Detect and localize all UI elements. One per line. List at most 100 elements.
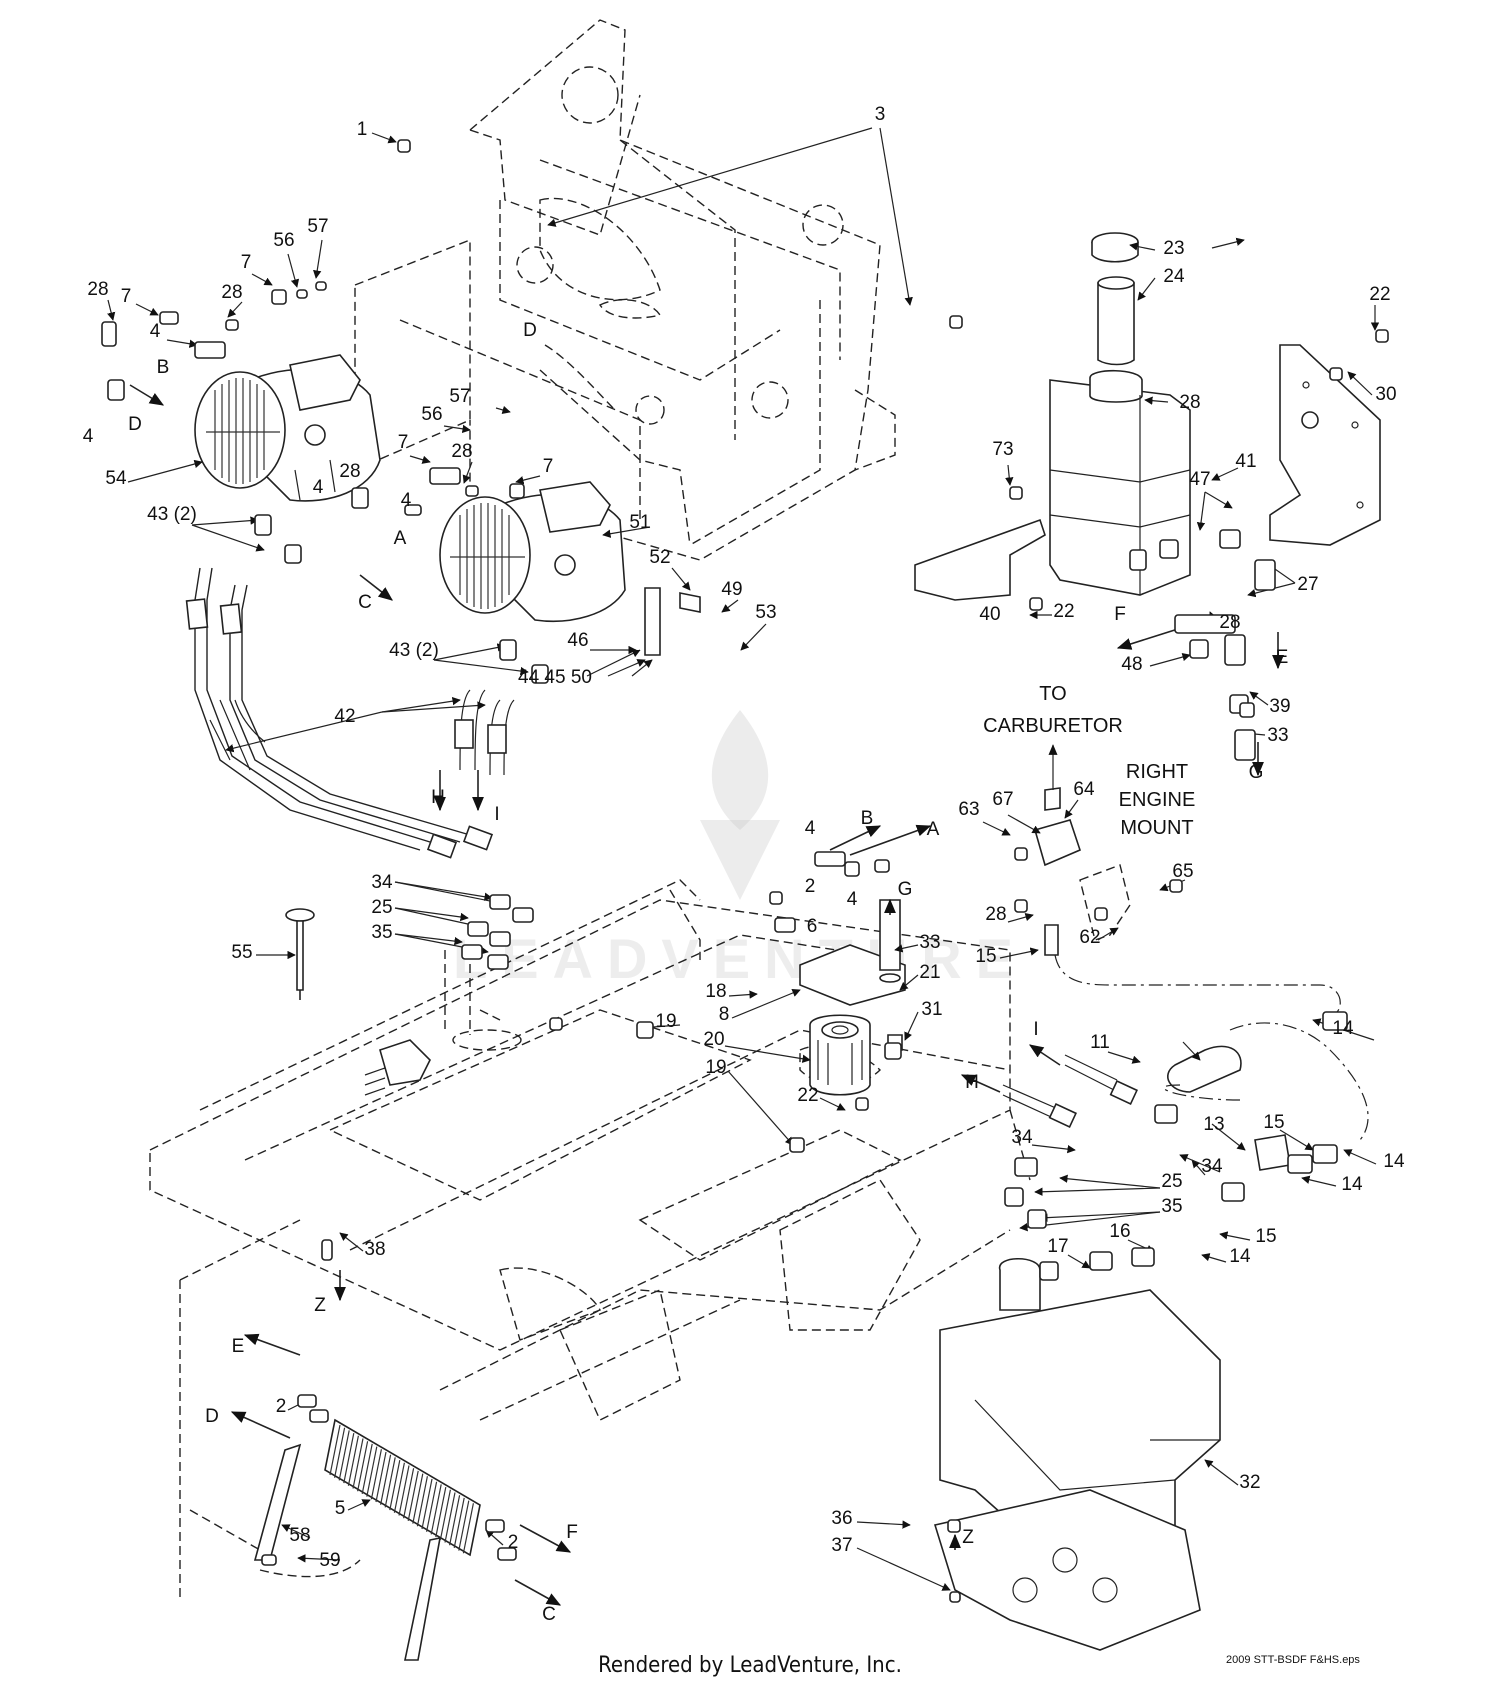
leader-line (586, 649, 641, 677)
fitting (397, 139, 411, 153)
part-label: 28 (339, 461, 360, 482)
fitting (814, 851, 846, 867)
leader-line (904, 1011, 919, 1041)
part-label: D (128, 414, 142, 435)
leader-line (1007, 912, 1034, 923)
part-label: Z (314, 1295, 326, 1316)
fitting (465, 485, 479, 497)
fitting (636, 1021, 654, 1039)
part-label: 11 (1090, 1032, 1110, 1053)
leader-line (347, 1499, 371, 1511)
part-label: 47 (1189, 469, 1210, 490)
cooler-fin (462, 1503, 474, 1554)
flow-arrow (519, 1524, 572, 1553)
part-label: 28 (1179, 392, 1200, 413)
part-label: 3 (875, 104, 886, 125)
fitting (467, 921, 489, 937)
leader-line (1196, 491, 1206, 531)
leader-line (547, 127, 873, 227)
leader-line (433, 643, 506, 661)
leader-line (1031, 1144, 1076, 1154)
part-label: 57 (307, 216, 328, 237)
leader-line (1179, 1154, 1221, 1173)
cooler-fin (352, 1438, 364, 1489)
part-label: 54 (105, 468, 127, 489)
fitting (949, 1591, 961, 1603)
fitting (1129, 549, 1147, 571)
fitting (461, 944, 483, 960)
part-label: 33 (919, 932, 940, 953)
leader-line (740, 623, 767, 651)
leader-line (1211, 467, 1239, 481)
fitting (1027, 1209, 1047, 1229)
flow-arrow (514, 1579, 562, 1606)
part-label: 56 (421, 404, 442, 425)
cooler-fin (389, 1459, 401, 1511)
flow-arrow (849, 824, 932, 856)
part-label: 17 (1047, 1236, 1068, 1257)
cooler-fin (403, 1468, 415, 1519)
fitting (512, 907, 534, 923)
cooler-fin (329, 1424, 341, 1476)
part-label: 67 (992, 789, 1013, 810)
part-label: 6 (807, 916, 818, 937)
part-label: 4 (847, 889, 858, 910)
cooler-fin (449, 1495, 461, 1546)
leader-line (462, 461, 473, 484)
fuel-tank (933, 1258, 1221, 1651)
leader-line (443, 424, 471, 434)
part-label: 35 (371, 922, 392, 943)
cooler-fin (398, 1465, 410, 1516)
fitting (789, 1137, 805, 1153)
part-label: 58 (289, 1525, 310, 1546)
cooler-fin (416, 1476, 428, 1527)
part-label: 14 (1332, 1018, 1354, 1039)
leader-line (982, 821, 1011, 836)
leader-line (1007, 814, 1041, 834)
part-label: 15 (1263, 1112, 1284, 1133)
oil-cooler (253, 1418, 481, 1661)
part-label: B (157, 357, 170, 378)
fitting (271, 289, 287, 305)
leader-line (1249, 691, 1269, 706)
part-label: 65 (1172, 861, 1193, 882)
part-label: F (566, 1522, 578, 1543)
fitting (1029, 597, 1043, 611)
leader-line (433, 659, 529, 676)
cooler-fin (444, 1492, 456, 1543)
fitting (225, 319, 239, 331)
part-label: 23 (1163, 238, 1184, 259)
fitting (1089, 1251, 1113, 1271)
leader-line (1144, 396, 1169, 405)
leader-line (107, 299, 116, 321)
part-label: 21 (919, 962, 940, 983)
fitting (855, 1097, 869, 1111)
part-label: 19 (705, 1057, 726, 1078)
part-label: D (523, 320, 537, 341)
leader-line (495, 405, 511, 414)
part-label: 51 (629, 512, 650, 533)
fitting (1174, 614, 1236, 634)
part-label: 28 (451, 441, 472, 462)
part-label: 43 (2) (389, 640, 439, 661)
leader-line (1343, 1149, 1377, 1165)
leader-line (1137, 277, 1156, 301)
part-label: 34 (1011, 1127, 1033, 1148)
fitting (1154, 1104, 1178, 1124)
leader-line (999, 947, 1039, 959)
leader-line (371, 132, 397, 144)
flow-arrow (243, 1333, 301, 1356)
cooler-fin (366, 1446, 378, 1497)
part-label: 25 (371, 897, 392, 918)
part-label: 4 (83, 426, 94, 447)
part-label: A (394, 528, 407, 549)
leader-line (515, 475, 541, 485)
leader-line (894, 944, 919, 953)
fittings (101, 139, 1389, 1603)
cooler-fin (338, 1430, 350, 1481)
fitting (497, 1547, 517, 1561)
leader-line (127, 459, 203, 483)
fitting (404, 504, 422, 516)
fitting (321, 1239, 333, 1261)
